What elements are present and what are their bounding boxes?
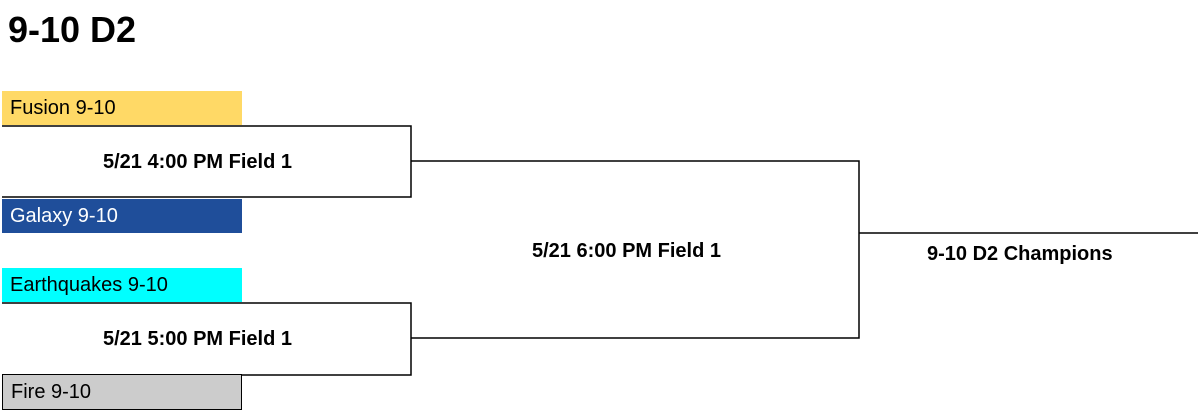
page-title: 9-10 D2 [8, 9, 137, 50]
final-bracket [411, 160, 860, 339]
team-earthquakes: Earthquakes 9-10 [2, 268, 242, 302]
game-2-bracket [2, 302, 412, 376]
champion-label: 9-10 D2 Champions [927, 243, 1113, 265]
final-game-label: 5/21 6:00 PM Field 1 [532, 240, 721, 262]
team-galaxy: Galaxy 9-10 [2, 199, 242, 233]
game-2-label: 5/21 5:00 PM Field 1 [103, 328, 292, 350]
team-fire: Fire 9-10 [2, 374, 242, 410]
team-fusion: Fusion 9-10 [2, 91, 242, 125]
game-1-label: 5/21 4:00 PM Field 1 [103, 151, 292, 173]
